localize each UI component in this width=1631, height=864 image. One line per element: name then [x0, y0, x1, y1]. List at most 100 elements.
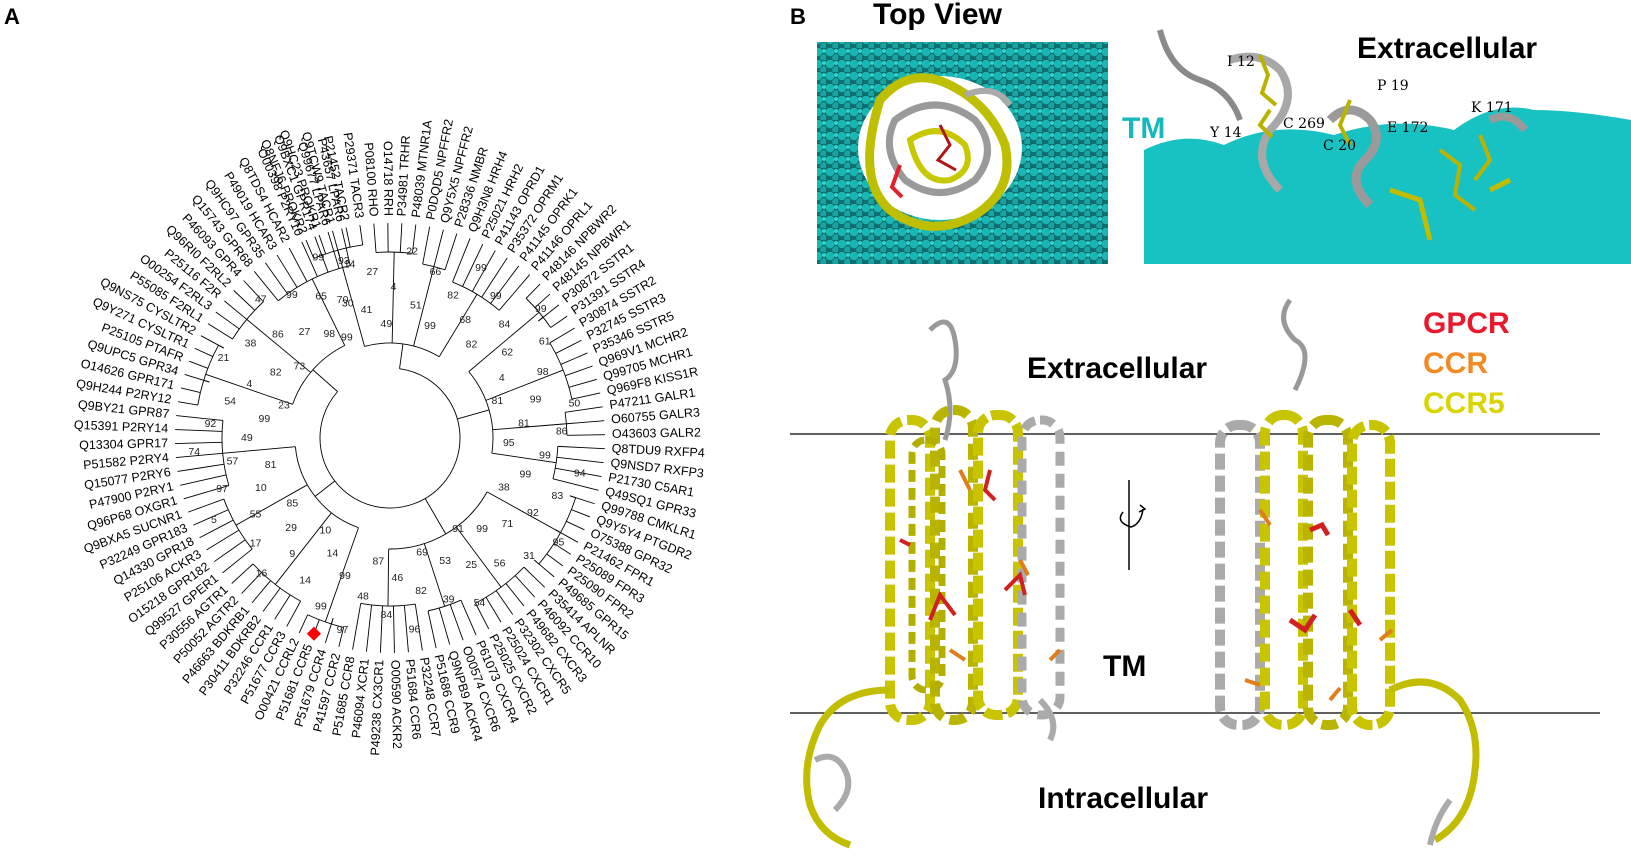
region-intracellular-label: Intracellular: [1038, 782, 1208, 815]
bootstrap-value: 30: [342, 297, 354, 309]
bootstrap-value: 92: [527, 507, 539, 519]
residue-label: P 19: [1377, 78, 1409, 94]
tree-branch: [311, 252, 315, 259]
bootstrap-value: 99: [539, 450, 551, 462]
tree-branch: [293, 512, 332, 562]
bootstrap-value: 21: [218, 352, 230, 364]
leaf-branch: [546, 553, 564, 567]
leaf-branch: [557, 327, 575, 339]
bootstrap-value: 86: [272, 329, 284, 341]
tree-branch: [208, 485, 229, 492]
bootstrap-value: 92: [205, 418, 217, 430]
tree-branch: [201, 417, 223, 421]
bootstrap-value: 61: [539, 335, 551, 347]
leaf-branch: [175, 454, 202, 459]
receptor-rotated-view: [1215, 298, 1480, 846]
tree-branch: [399, 343, 404, 369]
leaf-branch: [193, 519, 207, 526]
panel-a-letter: A: [4, 4, 20, 29]
bootstrap-value: 29: [285, 522, 297, 534]
tree-branch: [246, 319, 280, 347]
bootstrap-value: 5: [211, 514, 217, 526]
leaf-branch: [455, 621, 464, 641]
leaf-branch: [231, 569, 247, 584]
tree-branch: [452, 251, 466, 283]
leaf-branch: [305, 239, 312, 254]
tree-branch: [526, 513, 561, 533]
tree-branch: [485, 597, 492, 606]
tree-branch: [301, 270, 308, 282]
leaf-branch: [188, 504, 208, 513]
leaf-label: Q15391 P2RY14: [74, 418, 169, 436]
leaf-branch: [194, 347, 213, 357]
tree-branch: [490, 281, 508, 304]
tree-branch: [206, 509, 229, 520]
tree-branch: [471, 272, 483, 292]
panel-b-letter: B: [790, 4, 806, 29]
leaf-branch: [587, 473, 602, 478]
bootstrap-value: 81: [265, 459, 277, 471]
tree-branch: [222, 519, 234, 527]
tree-branch: [189, 441, 223, 444]
leaf-branch: [175, 429, 196, 431]
tree-branch: [514, 575, 522, 583]
leaf-branch: [243, 280, 258, 296]
tree-branch: [553, 543, 560, 548]
tree-branch: [492, 426, 522, 431]
leaf-label: O00590 ACKR2: [388, 660, 404, 749]
bootstrap-value: 99: [424, 320, 436, 332]
bootstrap-value: 84: [499, 319, 511, 331]
tree-branch: [393, 605, 395, 639]
leaf-branch: [215, 311, 233, 325]
tree-branch: [191, 403, 198, 406]
bootstrap-value: 51: [410, 300, 422, 312]
leaf-branch: [586, 392, 601, 397]
bootstrap-value: 14: [327, 547, 339, 559]
bootstrap-value: 31: [523, 550, 535, 562]
tree-branch: [222, 448, 271, 454]
tree-branch: [195, 429, 223, 432]
bootstrap-value: 81: [518, 417, 530, 429]
tree-branch: [273, 273, 288, 295]
leaf-label: P08100 RHO: [361, 142, 381, 217]
leaf-branch: [442, 619, 451, 645]
leaf-branch: [286, 603, 300, 627]
tree-branch: [569, 495, 576, 499]
tm-inset-label: TM: [1122, 112, 1165, 145]
bootstrap-value: 14: [344, 259, 356, 271]
tree-branch: [341, 527, 359, 574]
tree-arc: [364, 342, 440, 358]
leaf-branch: [373, 223, 377, 250]
tree-branch: [568, 386, 572, 388]
tree-branch: [270, 446, 296, 450]
residue-label: I 12: [1227, 54, 1255, 70]
bootstrap-value: 99: [313, 252, 325, 264]
tree-branch: [203, 379, 210, 383]
tree-branch: [201, 452, 223, 456]
leaf-branch: [566, 520, 585, 531]
leaf-branch: [520, 581, 536, 598]
bootstrap-value: 98: [537, 366, 549, 378]
tree-branch: [425, 266, 435, 299]
leaf-branch: [573, 365, 593, 374]
legend: GPCR CCR CCR5: [1423, 307, 1510, 420]
bootstrap-value: 9: [289, 548, 295, 560]
tree-branch: [281, 594, 291, 608]
leaf-branch: [177, 467, 198, 472]
tree-branch: [316, 619, 320, 626]
leaf-label: P34981 TRHR: [395, 135, 413, 217]
leaf-branch: [265, 262, 274, 275]
leaf-branch: [213, 553, 226, 563]
tree-branch: [391, 306, 394, 344]
bootstrap-value: 23: [278, 400, 290, 412]
leaf-branch: [301, 241, 308, 255]
bootstrap-value: 99: [475, 262, 487, 274]
tree-branch: [330, 618, 334, 625]
tree-arc: [475, 566, 525, 604]
tree-branch: [324, 573, 343, 623]
bootstrap-value: 99: [315, 600, 327, 612]
leaf-branch: [199, 525, 223, 539]
leaf-branch: [352, 635, 356, 650]
tree-branch: [197, 463, 225, 469]
